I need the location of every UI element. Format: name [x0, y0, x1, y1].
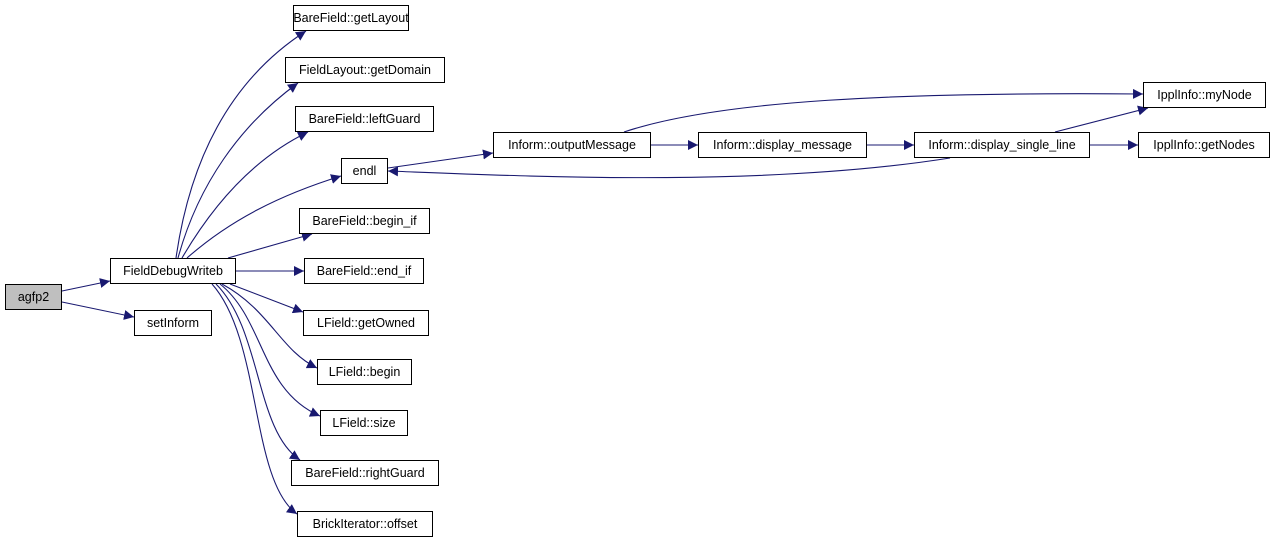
edge-fielddebugwriteb-to-barefield_leftguard [181, 131, 309, 259]
edge-fielddebugwriteb-to-brickiterator_offset [211, 283, 298, 515]
node-ipplinfo-mynode[interactable]: IpplInfo::myNode [1143, 82, 1266, 108]
edge-layer [61, 30, 1149, 515]
edge-agfp2-to-fielddebugwriteb [61, 278, 111, 292]
node-barefield-leftguard[interactable]: BareField::leftGuard [295, 106, 434, 132]
node-setinform[interactable]: setInform [134, 310, 212, 336]
node-inform-display-message[interactable]: Inform::display_message [698, 132, 867, 158]
edge-fielddebugwriteb-to-barefield_rightguard [215, 283, 301, 461]
edge-inform_display_single_line-to-ipplinfo_mynode [1054, 105, 1149, 133]
node-barefield-end-if[interactable]: BareField::end_if [304, 258, 424, 284]
edge-fielddebugwriteb-to-barefield_getlayout [175, 30, 307, 259]
node-fielddebugwriteb[interactable]: FieldDebugWriteb [110, 258, 236, 284]
edge-fielddebugwriteb-to-endl [186, 174, 342, 259]
node-fieldlayout-getdomain[interactable]: FieldLayout::getDomain [285, 57, 445, 83]
node-inform-outputmessage[interactable]: Inform::outputMessage [493, 132, 651, 158]
edge-fielddebugwriteb-to-lfield_begin [221, 283, 318, 369]
node-barefield-begin-if[interactable]: BareField::begin_if [299, 208, 430, 234]
edge-inform_outputmessage-to-ipplinfo_mynode [623, 88, 1144, 133]
edge-inform_display_single_line-to-endl [387, 157, 951, 179]
node-barefield-rightguard[interactable]: BareField::rightGuard [291, 460, 439, 486]
edge-fielddebugwriteb-to-fieldlayout_getdomain [177, 82, 299, 259]
edge-agfp2-to-setinform [61, 301, 135, 320]
node-lfield-begin[interactable]: LField::begin [317, 359, 412, 385]
node-brickiterator-offset[interactable]: BrickIterator::offset [297, 511, 433, 537]
node-lfield-getowned[interactable]: LField::getOwned [303, 310, 429, 336]
edge-fielddebugwriteb-to-barefield_begin_if [227, 231, 313, 259]
edge-fielddebugwriteb-to-lfield_size [219, 283, 321, 417]
edge-endl-to-inform_outputmessage [387, 149, 494, 169]
node-inform-display-single-line[interactable]: Inform::display_single_line [914, 132, 1090, 158]
node-endl[interactable]: endl [341, 158, 388, 184]
edge-fielddebugwriteb-to-lfield_getowned [229, 283, 304, 314]
node-ipplinfo-getnodes[interactable]: IpplInfo::getNodes [1138, 132, 1270, 158]
node-agfp2: agfp2 [5, 284, 62, 310]
node-lfield-size[interactable]: LField::size [320, 410, 408, 436]
node-barefield-getlayout[interactable]: BareField::getLayout [293, 5, 409, 31]
